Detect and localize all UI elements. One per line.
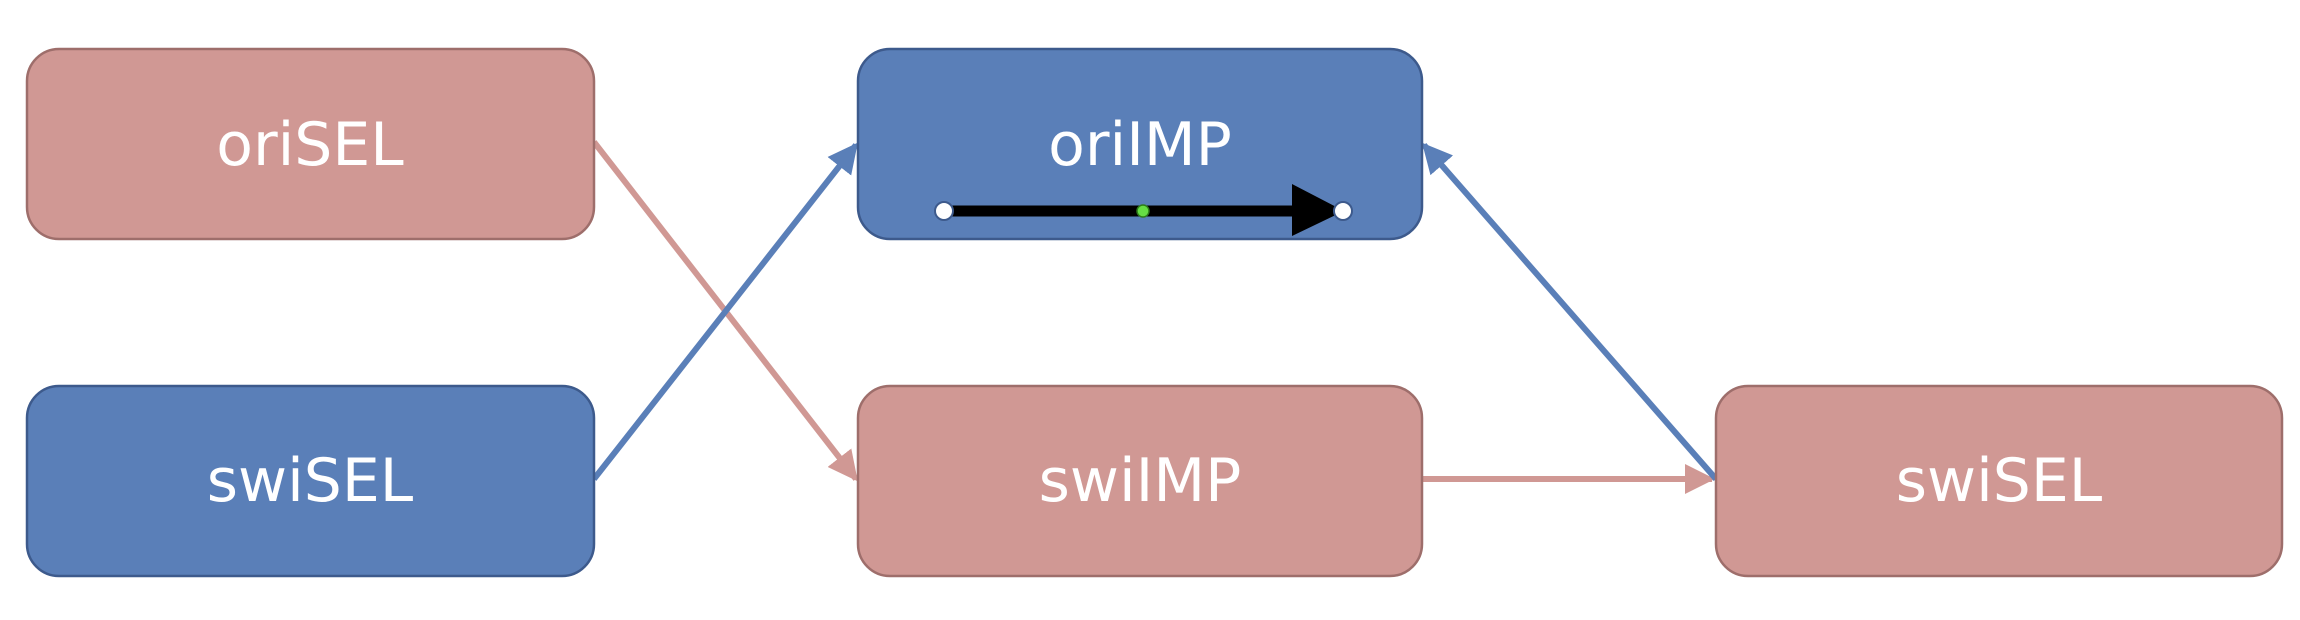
- node-oriimp-label: oriIMP: [1048, 110, 1232, 180]
- node-swisel-right[interactable]: swiSEL: [1714, 384, 2284, 578]
- node-swiimp-label: swiIMP: [1039, 446, 1242, 516]
- arrow-start-handle[interactable]: [934, 201, 954, 221]
- node-orisel[interactable]: oriSEL: [25, 47, 596, 241]
- arrow-end-handle[interactable]: [1333, 201, 1353, 221]
- arrow-adjust-handle[interactable]: [1136, 204, 1150, 218]
- connector-swisel-left-to-oriimp[interactable]: [591, 142, 859, 481]
- node-swisel-right-label: swiSEL: [1896, 446, 2103, 516]
- node-orisel-label: oriSEL: [216, 110, 404, 180]
- selected-arrow-shape[interactable]: [934, 184, 1353, 236]
- arrow-right-icon: [1292, 184, 1344, 236]
- node-oriimp[interactable]: oriIMP: [856, 47, 1424, 241]
- node-swiimp[interactable]: swiIMP: [856, 384, 1424, 578]
- connector-swisel-right-to-oriimp[interactable]: [1421, 142, 1719, 481]
- node-swisel-left-label: swiSEL: [207, 446, 414, 516]
- node-swisel-left[interactable]: swiSEL: [25, 384, 596, 578]
